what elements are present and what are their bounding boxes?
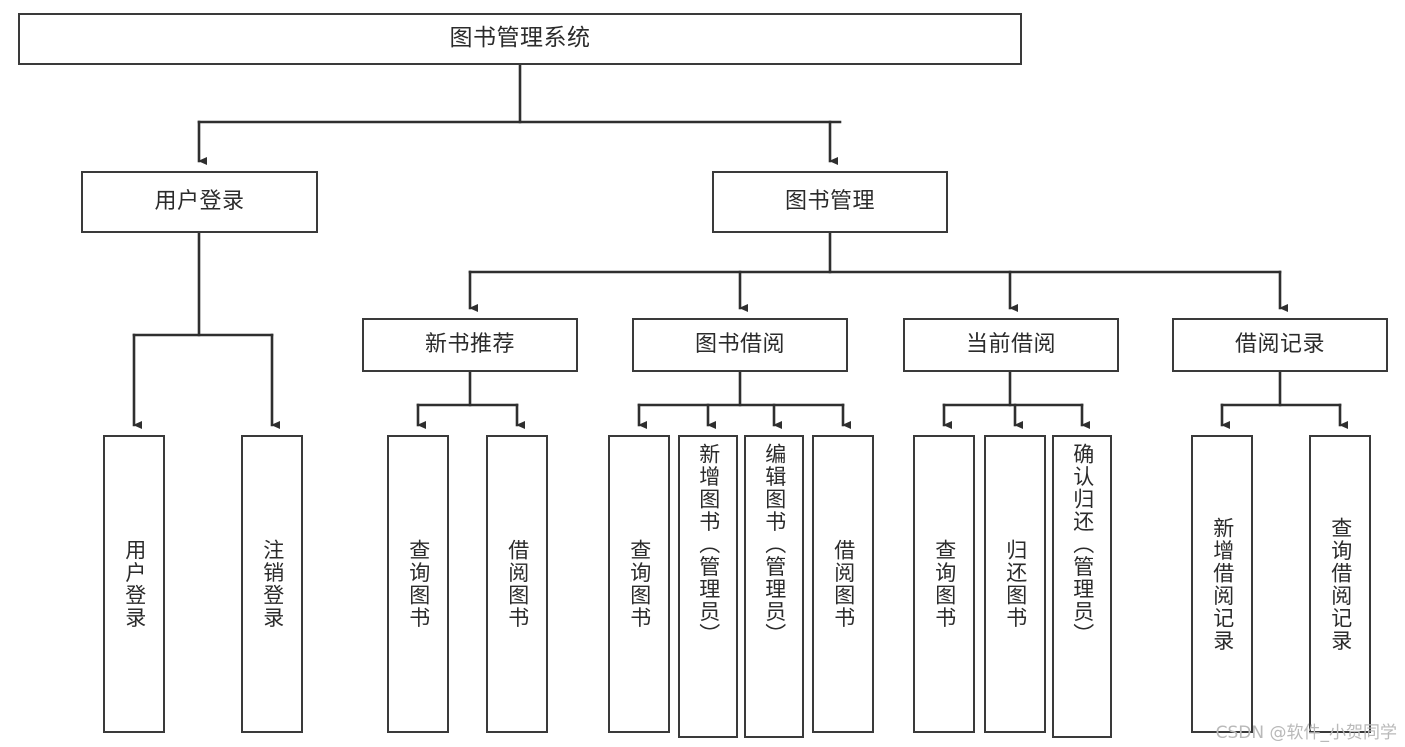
- node-leaf-borrow-book-1-label: 借阅图书: [505, 539, 530, 629]
- node-book-borrow[interactable]: 图书借阅: [632, 318, 848, 372]
- node-leaf-confirm-return-admin-label: 确认归还（管理员）: [1070, 443, 1095, 646]
- node-leaf-query-borrow-record[interactable]: 查询借阅记录: [1309, 435, 1371, 733]
- node-leaf-add-borrow-record-label: 新增借阅记录: [1210, 516, 1235, 652]
- node-new-book-recommend[interactable]: 新书推荐: [362, 318, 578, 372]
- node-leaf-query-book-2-label: 查询图书: [627, 539, 652, 629]
- node-current-borrow[interactable]: 当前借阅: [903, 318, 1119, 372]
- node-leaf-add-book-admin-label: 新增图书（管理员）: [696, 443, 721, 646]
- node-current-borrow-label: 当前借阅: [965, 331, 1056, 357]
- node-leaf-logout-label: 注销登录: [260, 539, 285, 629]
- node-leaf-user-login[interactable]: 用户登录: [103, 435, 165, 733]
- node-leaf-query-book-3-label: 查询图书: [932, 539, 957, 629]
- node-leaf-query-book-1-label: 查询图书: [406, 539, 431, 629]
- node-leaf-add-borrow-record[interactable]: 新增借阅记录: [1191, 435, 1253, 733]
- node-root-label: 图书管理系统: [449, 25, 591, 52]
- node-leaf-edit-book-admin[interactable]: 编辑图书（管理员）: [744, 435, 804, 738]
- node-leaf-confirm-return-admin[interactable]: 确认归还（管理员）: [1052, 435, 1112, 738]
- node-leaf-return-book-label: 归还图书: [1003, 539, 1028, 629]
- node-book-management[interactable]: 图书管理: [712, 171, 948, 233]
- node-user-login-label: 用户登录: [154, 188, 245, 214]
- node-leaf-query-book-3[interactable]: 查询图书: [913, 435, 975, 733]
- node-borrow-record-label: 借阅记录: [1234, 331, 1325, 357]
- node-book-borrow-label: 图书借阅: [694, 331, 785, 357]
- node-leaf-add-book-admin[interactable]: 新增图书（管理员）: [678, 435, 738, 738]
- node-leaf-borrow-book-1[interactable]: 借阅图书: [486, 435, 548, 733]
- node-leaf-return-book[interactable]: 归还图书: [984, 435, 1046, 733]
- node-leaf-logout[interactable]: 注销登录: [241, 435, 303, 733]
- node-leaf-query-book-2[interactable]: 查询图书: [608, 435, 670, 733]
- csdn-watermark: CSDN @软件_小贺同学: [1215, 723, 1397, 743]
- node-leaf-borrow-book-2-label: 借阅图书: [831, 539, 856, 629]
- node-user-login[interactable]: 用户登录: [81, 171, 318, 233]
- node-leaf-query-book-1[interactable]: 查询图书: [387, 435, 449, 733]
- node-leaf-borrow-book-2[interactable]: 借阅图书: [812, 435, 874, 733]
- node-leaf-query-borrow-record-label: 查询借阅记录: [1328, 516, 1353, 652]
- node-book-management-label: 图书管理: [784, 188, 875, 214]
- node-new-book-recommend-label: 新书推荐: [424, 331, 515, 357]
- node-leaf-edit-book-admin-label: 编辑图书（管理员）: [762, 443, 787, 646]
- node-borrow-record[interactable]: 借阅记录: [1172, 318, 1388, 372]
- node-root[interactable]: 图书管理系统: [18, 13, 1022, 65]
- node-leaf-user-login-label: 用户登录: [122, 539, 147, 629]
